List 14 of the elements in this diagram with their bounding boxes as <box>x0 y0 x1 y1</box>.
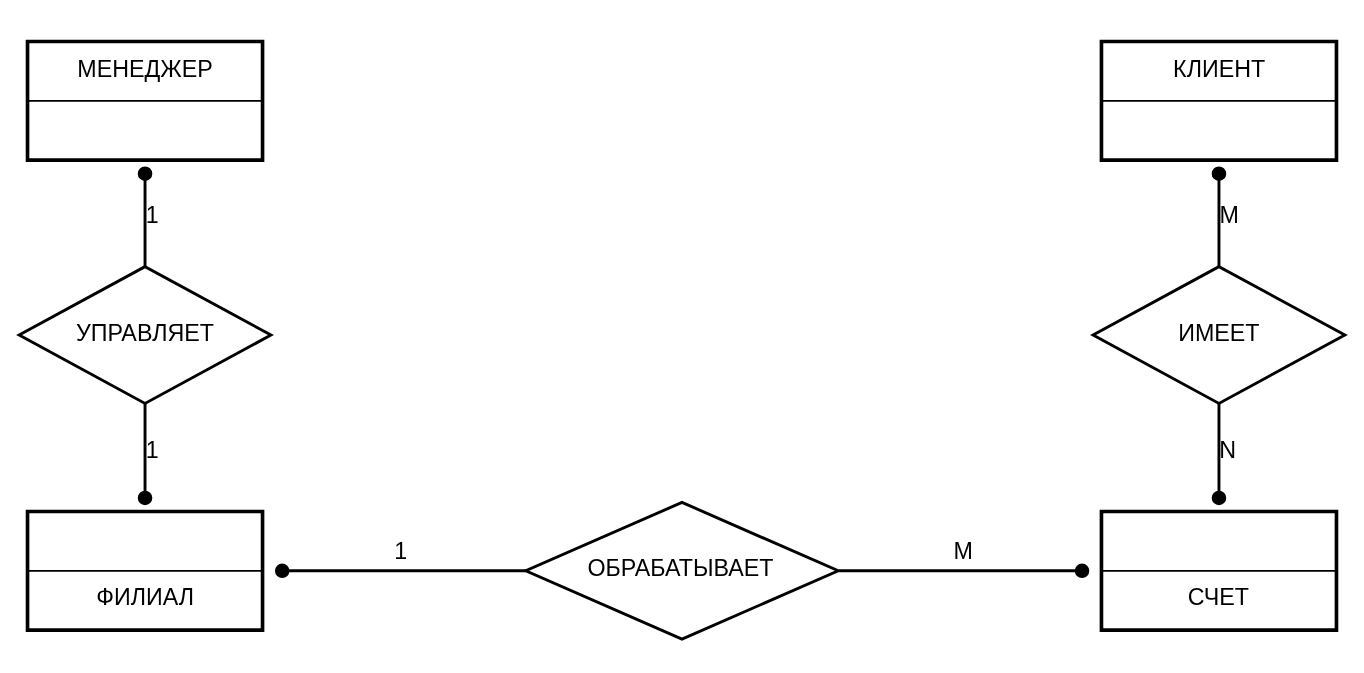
edge-label: M <box>953 537 973 564</box>
edge-label: N <box>1219 437 1237 464</box>
edge-label: 1 <box>394 537 408 564</box>
connector <box>1211 403 1227 506</box>
node-diamond: УПРАВЛЯЕТ <box>16 265 274 406</box>
edge-label: 1 <box>145 437 159 464</box>
connector <box>838 563 1090 579</box>
connector <box>137 403 153 506</box>
edge-label: M <box>1219 201 1239 228</box>
node-diamond: ИМЕЕТ <box>1090 265 1348 406</box>
connector <box>137 166 153 267</box>
connector <box>1211 166 1227 267</box>
edge-label: 1 <box>145 201 159 228</box>
connector <box>274 563 526 579</box>
